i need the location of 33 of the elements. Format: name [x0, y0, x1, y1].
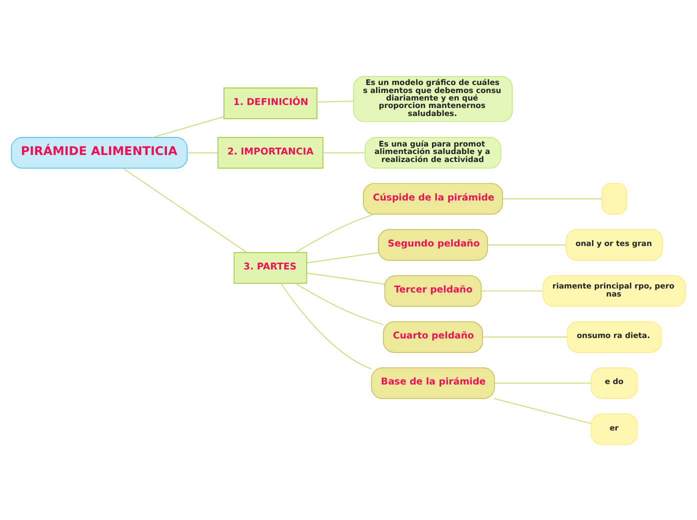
- node-box: [601, 182, 628, 214]
- connector: [494, 382, 592, 384]
- node-box: riamente principal rpo, pero nas: [542, 274, 686, 306]
- node-box: 2. IMPORTANCIA: [218, 136, 324, 168]
- connector: [306, 272, 386, 284]
- node-box: 1. DEFINICIÓN: [224, 87, 318, 119]
- node-box: Base de la pirámide: [371, 366, 495, 398]
- node-box: PIRÁMIDE ALIMENTICIA: [11, 136, 188, 168]
- node-box: Tercer peldaño: [384, 274, 482, 306]
- connector: [316, 100, 354, 102]
- connector: [480, 290, 544, 291]
- connector: [502, 198, 602, 199]
- node-box: 3. PARTES: [234, 252, 308, 284]
- node-box: Cúspide de la pirámide: [363, 182, 503, 214]
- connector: [487, 244, 566, 245]
- connector: [152, 116, 224, 138]
- connector: [294, 213, 375, 252]
- connector: [280, 282, 372, 370]
- node-box: Es un modelo gráfico de cuáles s alimentos que debemos consu diariamente y en qué proporcion mantenernos saludables.: [353, 75, 513, 122]
- connector: [322, 152, 366, 153]
- connector: [294, 282, 384, 325]
- connector: [122, 167, 248, 252]
- node-box: onsumo ra dieta.: [566, 320, 662, 352]
- connector: [306, 252, 379, 263]
- connector: [482, 336, 568, 337]
- node-box: e do: [590, 366, 638, 398]
- node-box: Cuarto peldaño: [383, 320, 483, 352]
- node-box: Es una guía para promot alimentación saludable y a realización de actividad: [364, 136, 502, 168]
- node-box: Segundo peldaño: [378, 228, 488, 260]
- node-box: onal y or tes gran: [566, 228, 663, 260]
- connector: [493, 398, 592, 424]
- node-box: er: [590, 412, 638, 445]
- connector: [186, 152, 218, 153]
